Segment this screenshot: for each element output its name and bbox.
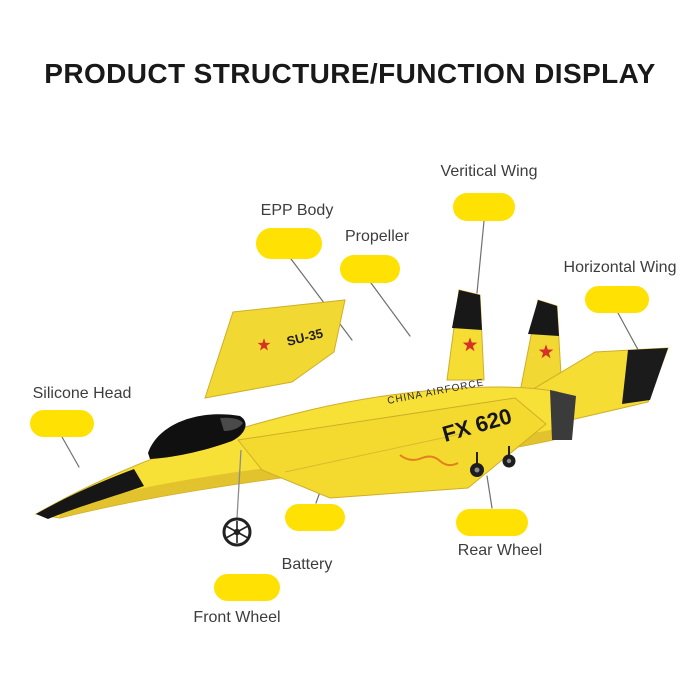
page-title: PRODUCT STRUCTURE/FUNCTION DISPLAY xyxy=(44,58,656,89)
rear-wheels xyxy=(470,446,516,477)
near-wing xyxy=(237,397,547,499)
callout-pill-battery xyxy=(285,504,345,531)
callout-pill-horizontal-wing xyxy=(585,286,649,313)
callout-pill-vertical-wing xyxy=(453,193,515,221)
plane-illustration: SU-35 CHINA AIRFORCE FX 620 xyxy=(34,289,669,547)
engine-nozzle xyxy=(550,390,576,440)
front-wheel-illustration xyxy=(222,449,252,547)
nose-cone xyxy=(36,469,144,519)
callout-label-propeller: Propeller xyxy=(344,228,410,245)
callout-pill-front-wheel xyxy=(214,574,280,601)
far-wing xyxy=(204,299,346,399)
callout-label-battery: Battery xyxy=(281,556,333,573)
callout-pill-rear-wheel xyxy=(456,509,528,536)
callout-pill-epp-body xyxy=(256,228,322,259)
callout-line-silicone-head xyxy=(61,436,80,468)
callout-label-vertical-wing: Veritical Wing xyxy=(440,163,538,180)
callout-pill-propeller xyxy=(340,255,400,283)
callout-label-epp-body: EPP Body xyxy=(260,202,334,219)
wing-panel-line xyxy=(284,431,471,473)
callout-line-vertical-wing xyxy=(476,220,485,294)
callout-pill-silicone-head xyxy=(30,410,94,437)
front-wheel-strut xyxy=(236,449,242,519)
canopy xyxy=(148,414,246,459)
callout-label-horizontal-wing: Horizontal Wing xyxy=(563,259,677,276)
callout-label-silicone-head: Silicone Head xyxy=(32,385,132,402)
callout-line-propeller xyxy=(370,282,411,337)
canopy-highlight xyxy=(220,417,243,431)
horizontal-stabilizer-tip xyxy=(622,348,668,404)
tail-fin-right-tip xyxy=(528,300,559,336)
wires xyxy=(399,454,459,467)
callout-label-front-wheel: Front Wheel xyxy=(193,609,281,626)
callout-label-rear-wheel: Rear Wheel xyxy=(457,542,543,559)
callout-line-rear-wheel xyxy=(486,475,493,509)
tail-fin-left-tip xyxy=(452,290,482,330)
callout-line-epp-body xyxy=(290,258,353,341)
